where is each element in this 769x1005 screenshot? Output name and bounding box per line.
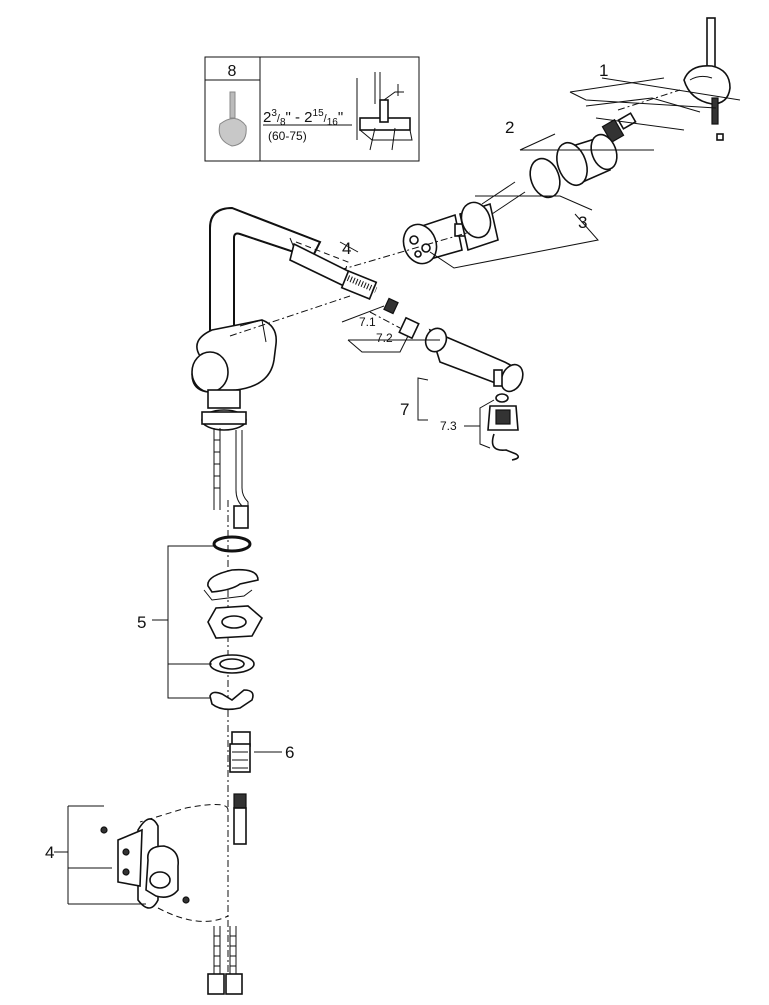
inset-number: 8: [228, 63, 237, 80]
spray-head: [424, 327, 524, 393]
dimension-mm: (60-75): [268, 129, 307, 143]
callout-3: 3: [578, 213, 587, 232]
o-ring: [529, 157, 561, 199]
pullout-hose-connector: [289, 242, 378, 301]
mounting-kit: [203, 535, 264, 711]
install-sketch-icon: [356, 72, 413, 151]
callout-4-bottom: 4: [45, 843, 54, 862]
callout-7-1: 7.1: [359, 315, 376, 329]
handle-icon: [218, 91, 247, 147]
callout-5: 5: [137, 613, 146, 632]
callout-7-2: 7.2: [376, 331, 393, 345]
aerator-parts: [487, 393, 520, 461]
cartridge: [402, 181, 526, 265]
callout-lines-top: [339, 77, 741, 271]
half-washer: [207, 568, 259, 593]
callout-4-top: 4: [342, 239, 351, 258]
hose-connector-lower: [233, 793, 247, 845]
spray-fittings: [383, 297, 420, 340]
callout-lines-spray: [341, 305, 495, 449]
callout-7-3: 7.3: [440, 419, 457, 433]
inset-frame: [204, 56, 420, 162]
quick-connector: [229, 731, 251, 773]
inset-part-8: 8 23/8" - 215/16" (60-75): [204, 56, 420, 162]
handle-lever: [683, 17, 731, 141]
supply-hose-ends: [207, 926, 243, 995]
hose-weight: [100, 818, 190, 909]
faucet-spout-body: [191, 206, 349, 431]
callout-7: 7: [400, 400, 409, 419]
fixing-nut: [209, 689, 254, 711]
dimension-inches: 23/8" - 215/16": [263, 108, 343, 128]
callout-2: 2: [505, 118, 514, 137]
callout-6: 6: [285, 743, 294, 762]
set-screw: [601, 112, 637, 144]
callout-1: 1: [599, 61, 608, 80]
sleeve: [556, 133, 618, 187]
gasket-ring: [212, 535, 252, 553]
